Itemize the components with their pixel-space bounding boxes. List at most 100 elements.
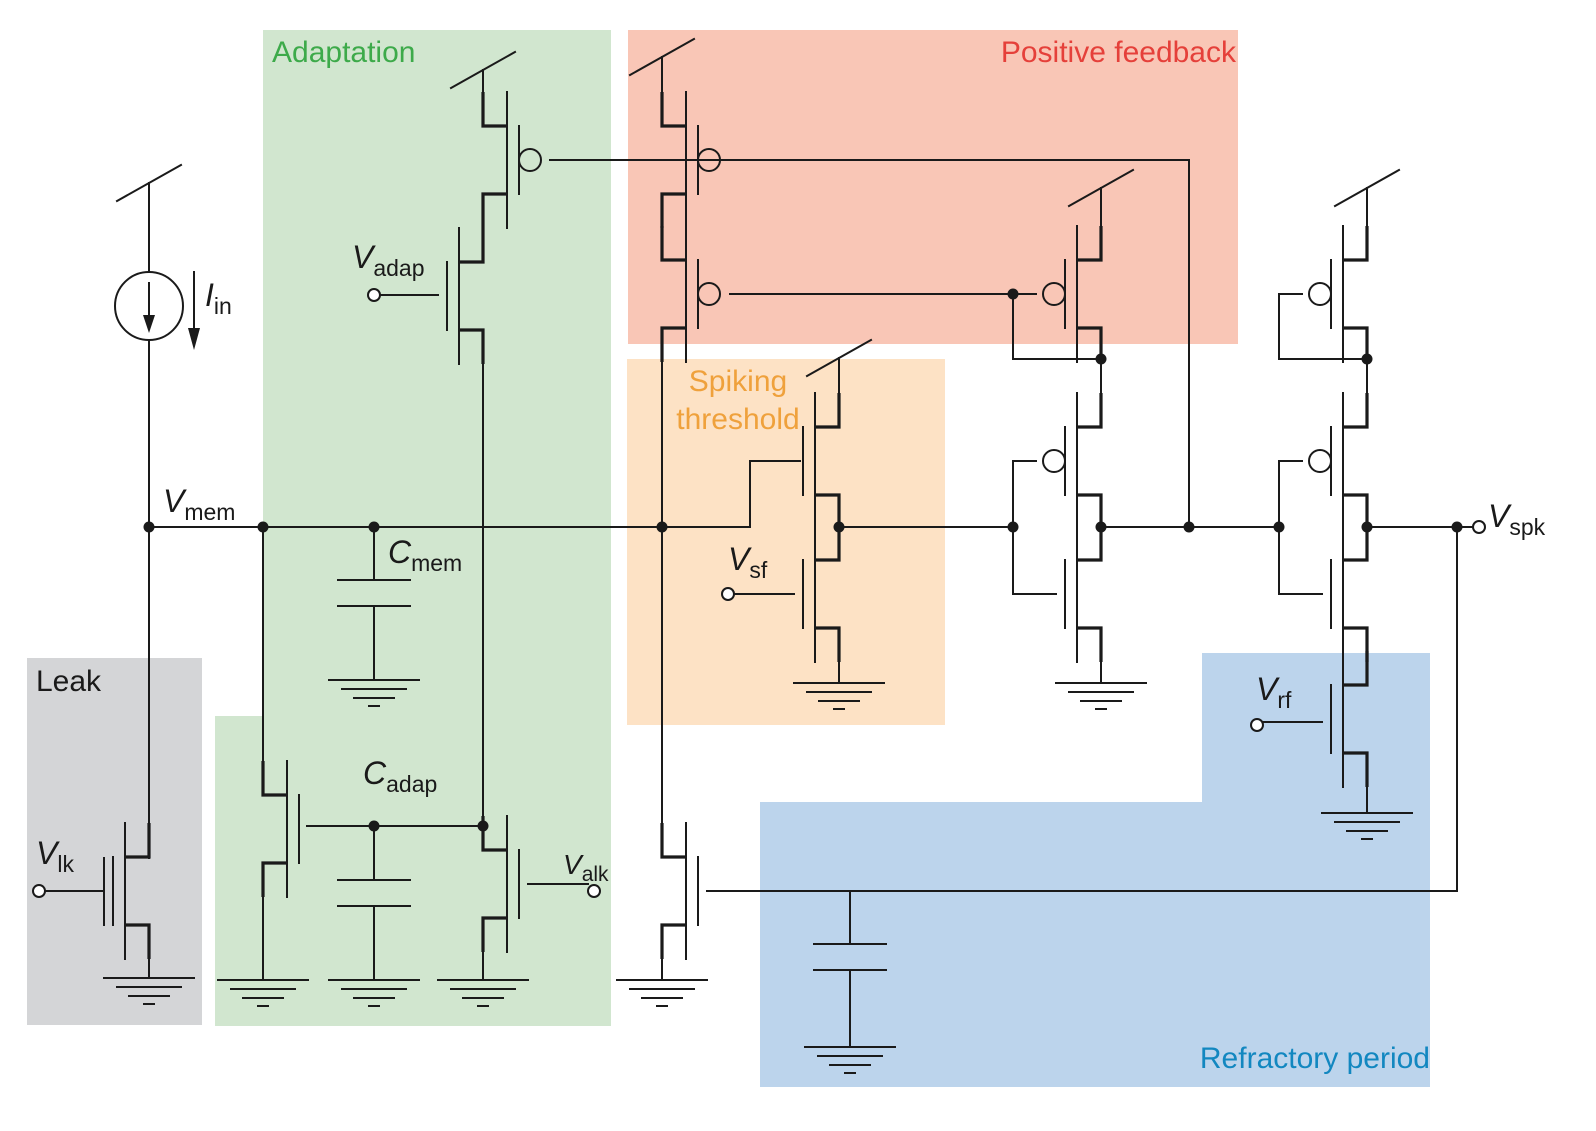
- drain-leg: [660, 823, 686, 859]
- wire-sf-gate: [749, 460, 801, 528]
- vdd-icon: [805, 338, 873, 378]
- current-arrow-head: [143, 315, 155, 333]
- label-v-lk: Vlk: [36, 835, 74, 877]
- terminal-icon: [32, 884, 46, 898]
- label-v-mem: Vmem: [163, 483, 235, 525]
- label-v-spk: Vspk: [1488, 498, 1546, 540]
- source-leg: [815, 493, 841, 529]
- source-leg: [1077, 626, 1103, 662]
- ground-icon: [328, 979, 420, 1007]
- bubble: [1308, 449, 1332, 473]
- pmos-pf2-icon: [660, 225, 721, 363]
- terminal-icon: [1250, 718, 1264, 732]
- drain-leg: [481, 92, 507, 128]
- junction-dot: [1361, 353, 1373, 365]
- pmos-pf3-icon: [1042, 225, 1103, 363]
- pmos-pf1-icon: [660, 91, 721, 229]
- label-v-rf: Vrf: [1256, 671, 1292, 713]
- source-leg: [1077, 493, 1103, 529]
- junction-dot: [656, 521, 668, 533]
- junction-dot: [1095, 521, 1107, 533]
- terminal-icon: [721, 587, 735, 601]
- source-leg: [1343, 326, 1369, 362]
- drain-leg: [261, 761, 287, 797]
- nmos-leak-icon: [112, 822, 151, 960]
- drain-leg: [1077, 526, 1103, 562]
- vdd-stroke: [115, 163, 183, 203]
- drain-leg: [1343, 526, 1369, 562]
- vdd-stroke: [628, 37, 696, 77]
- source-leg: [1343, 493, 1369, 529]
- source-leg: [481, 916, 507, 952]
- arrow-down-icon: [188, 328, 200, 350]
- drain-leg: [1343, 226, 1369, 262]
- region-label-spiking-line1: Spiking: [689, 365, 787, 398]
- wire-inv1-pgate: [1012, 460, 1037, 528]
- capacitor-cmem-icon: [337, 579, 411, 607]
- drain-leg: [1077, 393, 1103, 429]
- vdd-stroke: [1333, 168, 1401, 208]
- junction-dot: [833, 521, 845, 533]
- source-leg: [660, 192, 686, 228]
- source-leg: [660, 326, 686, 362]
- source-leg: [660, 923, 686, 959]
- source-leg: [481, 192, 507, 228]
- pmos-adap-icon: [481, 91, 542, 229]
- ground-icon: [103, 977, 195, 1005]
- source-leg: [125, 923, 151, 959]
- ground-icon: [1321, 812, 1413, 840]
- drain-leg: [815, 393, 841, 429]
- nmos-reset-icon: [660, 822, 699, 960]
- wire-pf3-diode: [1012, 293, 1102, 360]
- vdd-icon: [449, 50, 517, 90]
- pmos-inv1-icon: [1042, 392, 1103, 530]
- junction-dot: [1361, 521, 1373, 533]
- components: [32, 37, 1486, 1074]
- junction-dot: [1451, 521, 1463, 533]
- region-label-refractory-period: Refractory period: [1200, 1042, 1430, 1075]
- terminal-icon: [1472, 520, 1486, 534]
- drain-leg: [815, 526, 841, 562]
- capacitor-refractory-icon: [813, 943, 887, 971]
- pmos-inv2-top-icon: [1308, 225, 1369, 363]
- source-leg: [261, 861, 287, 897]
- region-label-positive-feedback: Positive feedback: [1001, 36, 1237, 69]
- source-leg: [1343, 751, 1369, 787]
- nmos-sf2-icon: [802, 525, 841, 663]
- junction-dot: [477, 820, 489, 832]
- vdd-icon: [628, 37, 696, 77]
- junction-dot: [1183, 521, 1195, 533]
- label-v-sf: Vsf: [728, 541, 768, 583]
- terminal-icon: [587, 884, 601, 898]
- region-positive-feedback: [628, 30, 1238, 344]
- drain-leg: [660, 226, 686, 262]
- nmos-inv2-icon: [1330, 525, 1369, 663]
- label-c-mem: Cmem: [388, 534, 462, 576]
- drain-leg: [1343, 651, 1369, 687]
- region-label-adaptation: Adaptation: [272, 36, 415, 69]
- ground-icon: [793, 682, 885, 710]
- drain-leg: [1077, 226, 1103, 262]
- junction-dot: [143, 521, 155, 533]
- region-leak: [27, 658, 202, 1025]
- label-v-adap: Vadap: [352, 239, 425, 281]
- wire-pfb-gate-top: [549, 159, 1190, 528]
- vdd-stroke: [449, 50, 517, 90]
- region-refractory-period: [760, 653, 1430, 1087]
- ground-icon: [437, 979, 529, 1007]
- junction-dots: [143, 288, 1463, 832]
- wire-inv2-pgate: [1278, 460, 1303, 528]
- wire-inv2-diode: [1278, 293, 1368, 360]
- junction-dot: [368, 820, 380, 832]
- ground-icon: [1055, 682, 1147, 710]
- source-leg: [1343, 626, 1369, 662]
- current-source-icon: [114, 271, 184, 341]
- drain-leg: [1343, 393, 1369, 429]
- vdd-icon: [1067, 168, 1135, 208]
- source-leg: [459, 328, 485, 364]
- ground-icon: [217, 979, 309, 1007]
- drain-leg: [125, 823, 151, 859]
- wire-inv1-ngate: [1012, 526, 1057, 595]
- bubble: [1308, 282, 1332, 306]
